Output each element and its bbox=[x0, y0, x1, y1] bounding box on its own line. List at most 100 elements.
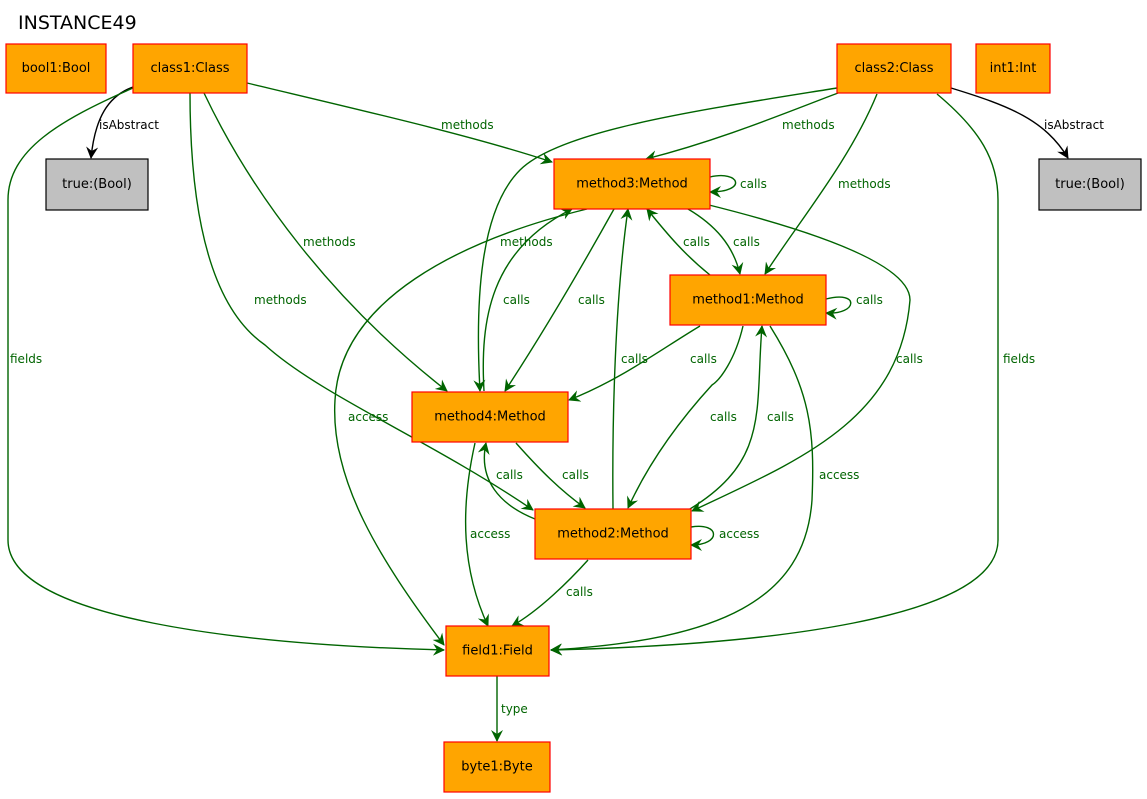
node-label: method3:Method bbox=[576, 177, 688, 192]
edge-method1-calls-method2 bbox=[627, 325, 744, 509]
node-bool1[interactable]: bool1:Bool bbox=[5, 43, 107, 94]
diagram-title: INSTANCE49 bbox=[18, 12, 137, 34]
edge-line bbox=[473, 87, 838, 392]
edge-method3-calls-method2 bbox=[691, 203, 911, 512]
node-class1[interactable]: class1:Class bbox=[132, 43, 248, 94]
edge-line bbox=[504, 208, 615, 392]
edge-label: calls bbox=[578, 293, 605, 307]
edge-method1-calls-method1 bbox=[825, 296, 852, 320]
object-box[interactable] bbox=[443, 741, 551, 793]
edge-label: calls bbox=[733, 235, 760, 249]
edge-class1-methods-method2 bbox=[189, 92, 534, 511]
nodes-layer: bool1:Bool class1:Class true:(Bool) class2:… bbox=[5, 43, 1142, 793]
node-method2[interactable]: method2:Method bbox=[534, 508, 692, 560]
edge-line bbox=[246, 82, 553, 165]
edge-method2-calls-method1 bbox=[689, 325, 768, 510]
edge-class2-isAbstract-true2 bbox=[950, 87, 1069, 159]
edge-line bbox=[689, 325, 768, 510]
edge-method4-calls-method3 bbox=[482, 208, 573, 392]
node-class2[interactable]: class2:Class bbox=[836, 43, 952, 94]
value-box[interactable] bbox=[1038, 158, 1142, 211]
edge-method4-access-field1 bbox=[690, 525, 715, 551]
object-box[interactable] bbox=[411, 391, 569, 443]
edge-line bbox=[646, 208, 711, 276]
edge-label: calls bbox=[767, 410, 794, 424]
edge-label: calls bbox=[683, 235, 710, 249]
edge-label: isAbstract bbox=[1044, 118, 1104, 132]
node-method1[interactable]: method1:Method bbox=[669, 274, 827, 326]
edge-line bbox=[612, 208, 633, 510]
edge-class1-fields-field1 bbox=[7, 87, 445, 656]
object-box[interactable] bbox=[534, 508, 692, 560]
edge-method2-access-field1 bbox=[464, 442, 489, 627]
edge-label: methods bbox=[838, 177, 891, 191]
edge-line bbox=[511, 559, 589, 627]
edge-label: calls bbox=[562, 468, 589, 482]
edge-method1-calls-method3 bbox=[646, 208, 711, 276]
edges-layer bbox=[7, 82, 1069, 742]
edge-line bbox=[645, 92, 839, 163]
edge-label: calls bbox=[690, 352, 717, 366]
object-box[interactable] bbox=[445, 625, 550, 677]
node-int1[interactable]: int1:Int bbox=[975, 43, 1051, 94]
node-label: class1:Class bbox=[150, 61, 229, 76]
edge-label: isAbstract bbox=[99, 118, 159, 132]
edge-label: fields bbox=[10, 352, 42, 366]
node-label: byte1:Byte bbox=[461, 760, 532, 775]
edge-method3-access-field1 bbox=[333, 208, 588, 646]
edge-line bbox=[709, 175, 737, 198]
edge-label: calls bbox=[503, 293, 530, 307]
edge-method1-access-field1 bbox=[550, 325, 814, 656]
node-byte1[interactable]: byte1:Byte bbox=[443, 741, 551, 793]
node-label: field1:Field bbox=[462, 644, 533, 659]
node-label: method4:Method bbox=[434, 410, 546, 425]
edge-method2-calls-method4 bbox=[477, 442, 536, 520]
edge-label: calls bbox=[896, 352, 923, 366]
edge-label: fields bbox=[1003, 352, 1035, 366]
edge-class2-methods-method4 bbox=[473, 87, 838, 392]
edge-line bbox=[477, 442, 536, 520]
edge-method2-calls-method2 bbox=[511, 559, 589, 627]
edge-line bbox=[7, 87, 445, 656]
edge-line bbox=[764, 93, 878, 275]
edge-line bbox=[691, 203, 911, 512]
node-true1[interactable]: true:(Bool) bbox=[45, 158, 149, 211]
edge-class2-methods-method1 bbox=[764, 93, 878, 275]
edge-labels-layer: isAbstract isAbstract methods methods method… bbox=[10, 118, 1104, 716]
edge-method4-calls-method2 bbox=[515, 442, 586, 509]
edge-method3-calls-method1 bbox=[687, 208, 744, 275]
node-method3[interactable]: method3:Method bbox=[553, 158, 711, 210]
edge-line bbox=[568, 325, 701, 402]
object-box[interactable] bbox=[836, 43, 952, 94]
edge-line bbox=[950, 87, 1069, 159]
edge-line bbox=[550, 325, 814, 656]
object-box[interactable] bbox=[5, 43, 107, 94]
object-box[interactable] bbox=[975, 43, 1051, 94]
edge-label: calls bbox=[710, 410, 737, 424]
edge-label: access bbox=[819, 468, 859, 482]
object-box[interactable] bbox=[553, 158, 711, 210]
object-box[interactable] bbox=[669, 274, 827, 326]
edge-line bbox=[687, 208, 744, 275]
edge-line bbox=[189, 92, 534, 511]
node-method4[interactable]: method4:Method bbox=[411, 391, 569, 443]
node-label: class2:Class bbox=[854, 61, 933, 76]
node-label: true:(Bool) bbox=[62, 177, 132, 192]
edge-line bbox=[550, 93, 999, 656]
value-box[interactable] bbox=[45, 158, 149, 211]
node-label: true:(Bool) bbox=[1055, 177, 1125, 192]
edge-class2-methods-method3 bbox=[645, 92, 839, 163]
edge-method3-calls-method4 bbox=[504, 208, 615, 392]
edge-line bbox=[482, 208, 573, 392]
node-true2[interactable]: true:(Bool) bbox=[1038, 158, 1142, 211]
edge-label: access bbox=[719, 527, 759, 541]
edge-line bbox=[825, 296, 852, 320]
edge-line bbox=[203, 92, 448, 392]
edge-label: calls bbox=[740, 177, 767, 191]
edge-class2-fields-field1 bbox=[550, 93, 999, 656]
edge-label: methods bbox=[254, 293, 307, 307]
node-field1[interactable]: field1:Field bbox=[445, 625, 550, 677]
node-label: int1:Int bbox=[990, 61, 1037, 76]
edge-line bbox=[86, 86, 134, 159]
object-box[interactable] bbox=[132, 43, 248, 94]
